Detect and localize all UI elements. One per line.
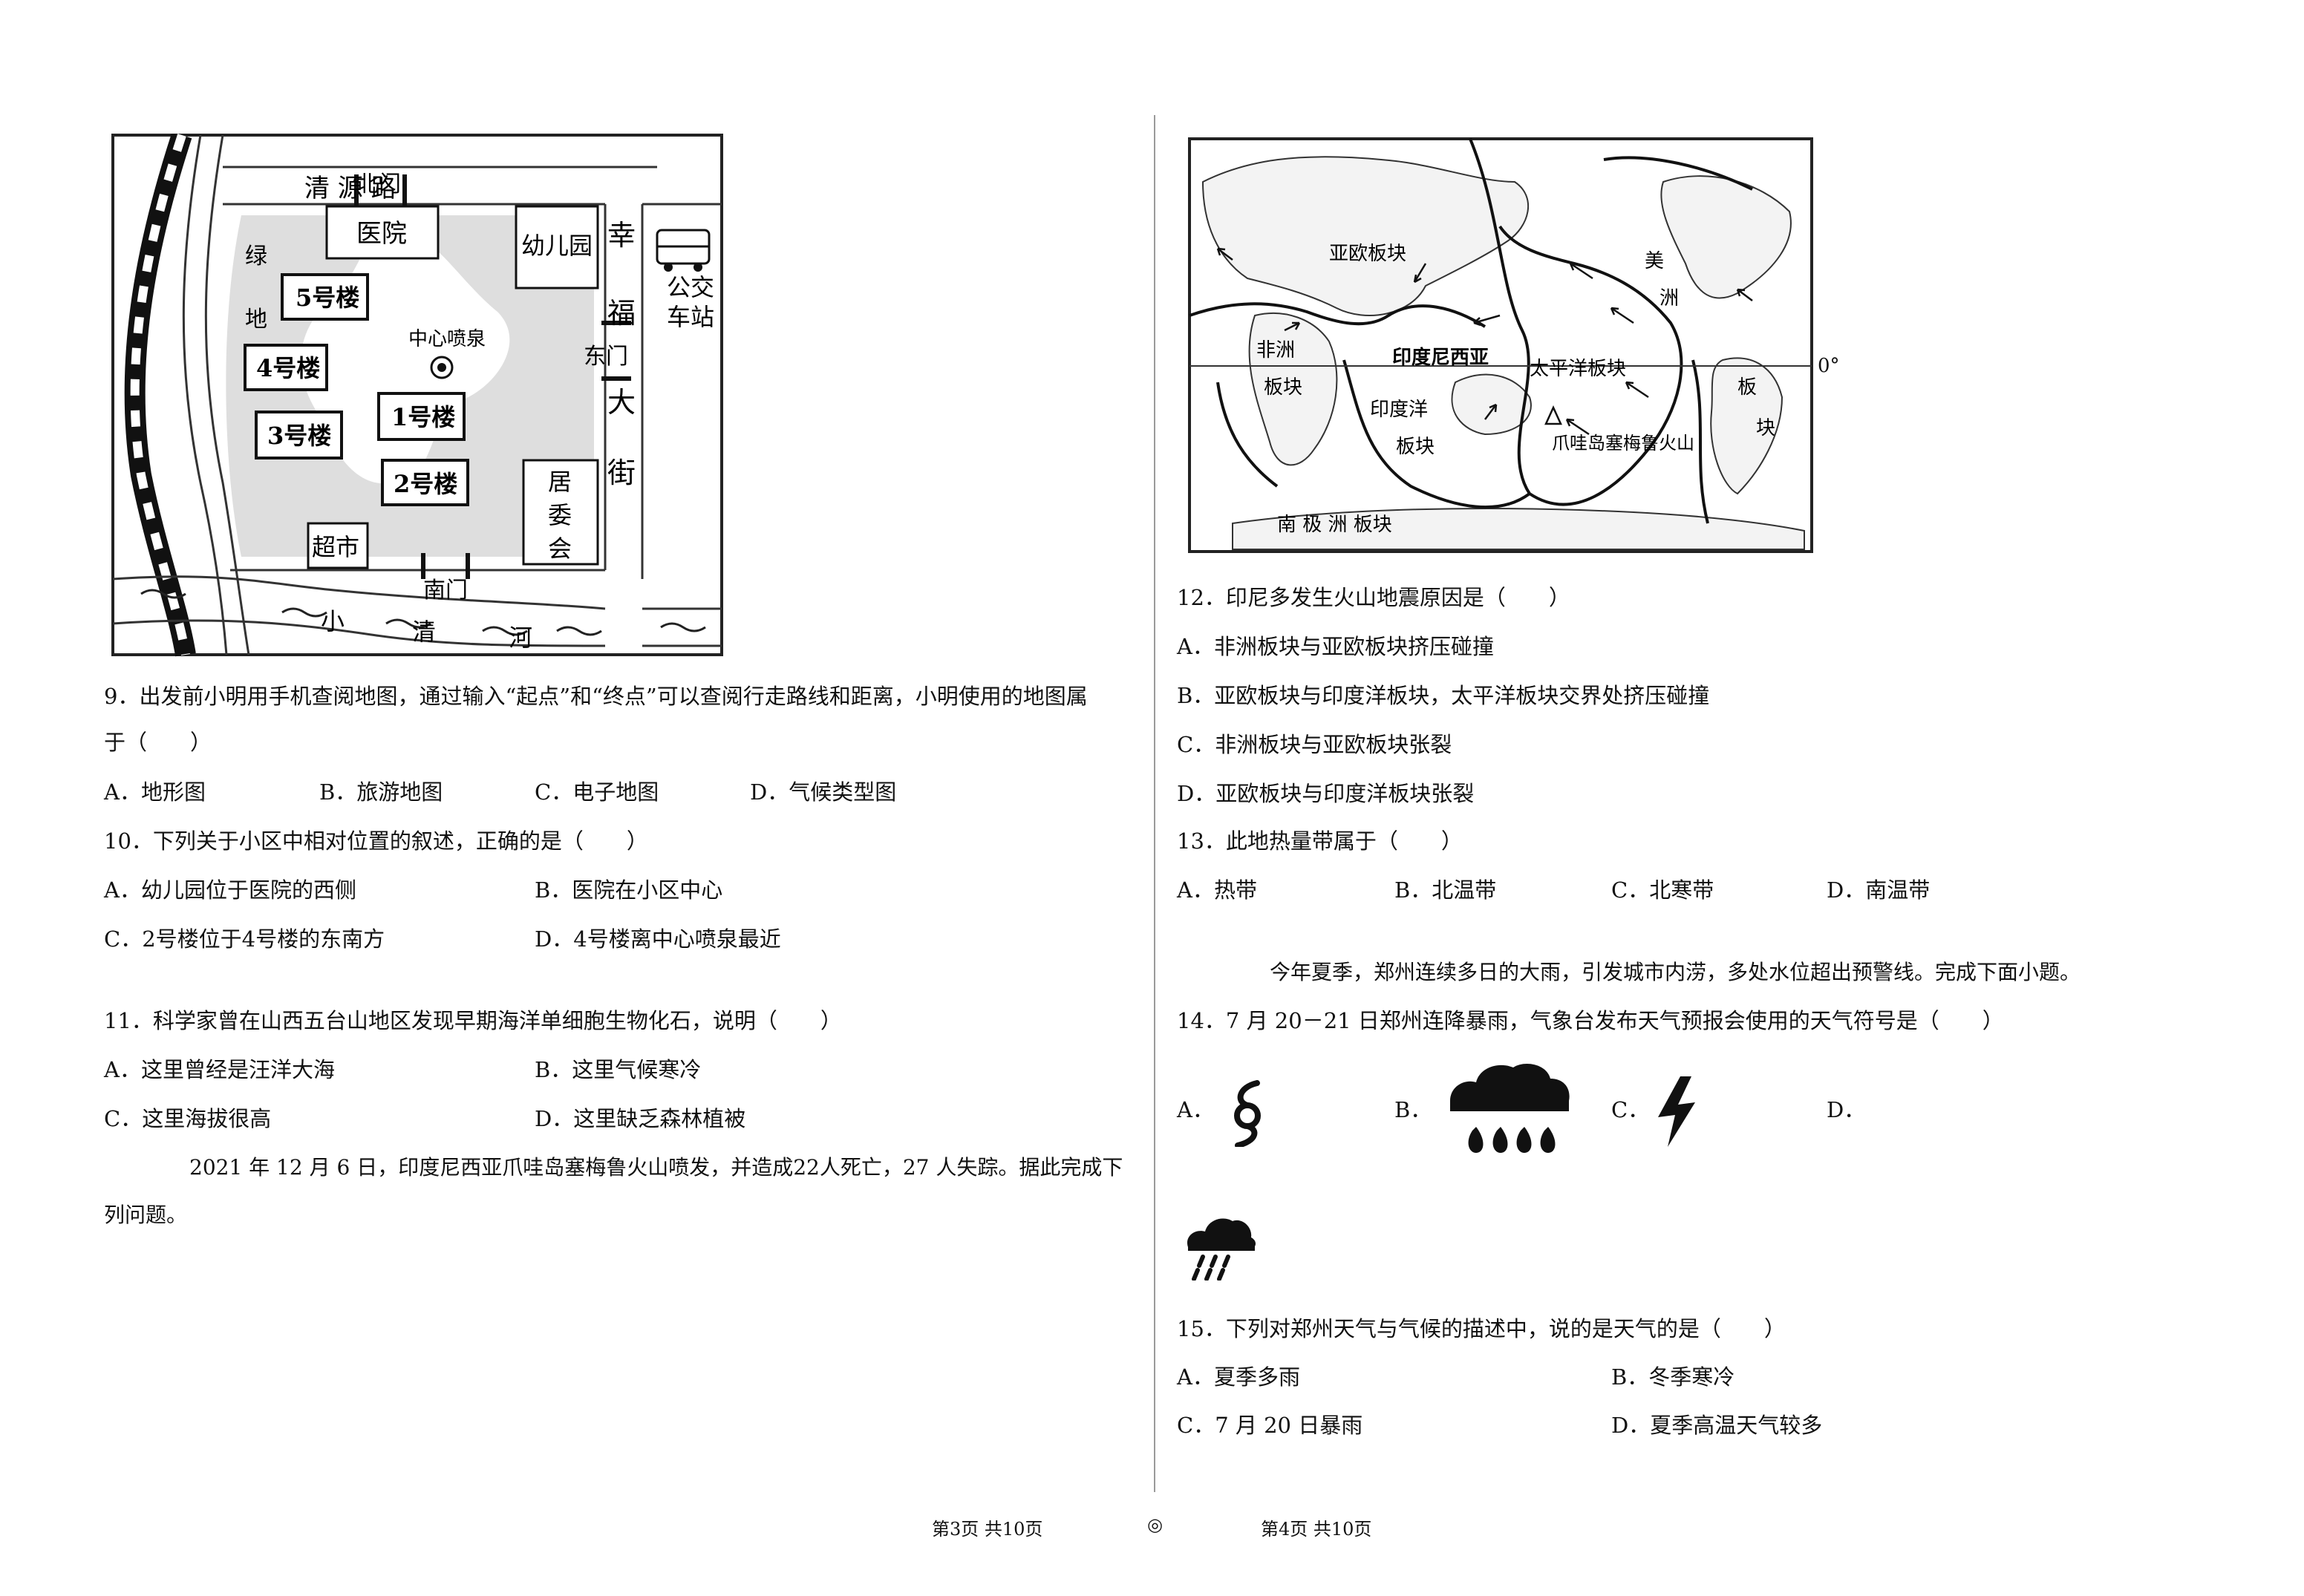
kindergarten-label: 幼儿园 xyxy=(521,232,593,260)
indian-plate-label-2: 板块 xyxy=(1396,436,1435,458)
q14-option-d[interactable]: D． xyxy=(1827,1097,1866,1122)
hospital-label: 医院 xyxy=(356,219,407,249)
q9-option-a[interactable]: A．地形图 xyxy=(104,779,206,805)
volcano-intro-line2: 列问题。 xyxy=(104,1203,188,1227)
page-number-left: 第3页 共10页 xyxy=(932,1519,1043,1540)
volcano-marker-icon xyxy=(1544,405,1562,425)
volcano-intro-line1: 2021 年 12 月 6 日，印度尼西亚爪哇岛塞梅鲁火山喷发，并造成22人死亡… xyxy=(189,1155,1123,1180)
greenland-label-1: 绿 xyxy=(245,243,267,269)
plate-tectonics-map: 亚欧板块 美 洲 板 块 非洲 板块 印度尼西亚 太平洋板块 印度洋 板块 爪哇… xyxy=(1188,137,1813,553)
river-label-3: 河 xyxy=(509,624,532,652)
q14-option-a[interactable]: A． xyxy=(1177,1097,1214,1122)
q9-text-cont: 于（ ） xyxy=(104,730,212,755)
america-plate-label-1: 美 xyxy=(1645,250,1664,272)
fountain-label: 中心喷泉 xyxy=(408,328,486,350)
heavy-rain-icon[interactable] xyxy=(1177,1206,1259,1281)
q15-text: 15．下列对郑州天气与气候的描述中，说的是天气的是（ ） xyxy=(1177,1316,1786,1341)
q9-option-b[interactable]: B．旅游地图 xyxy=(319,779,443,805)
typhoon-icon[interactable] xyxy=(1229,1080,1266,1147)
q11-option-b[interactable]: B．这里气候寒冷 xyxy=(535,1057,702,1082)
q13-option-d[interactable]: D．南温带 xyxy=(1827,877,1931,903)
africa-plate-label-2: 板块 xyxy=(1264,376,1302,399)
greenland-label-2: 地 xyxy=(245,307,267,333)
bus-label-1: 公交 xyxy=(667,273,714,301)
q9-text: 9．出发前小明用手机查阅地图，通过输入“起点”和“终点”可以查阅行走路线和距离，… xyxy=(104,684,1088,709)
q12-text: 12．印尼多发生火山地震原因是（ ） xyxy=(1177,585,1570,610)
committee-label-3: 会 xyxy=(548,534,572,563)
page-number-right: 第4页 共10页 xyxy=(1261,1519,1372,1540)
building-2-label: 2号楼 xyxy=(394,470,457,498)
q13-option-c[interactable]: C．北寒带 xyxy=(1611,877,1714,903)
gate-east-label: 东门 xyxy=(584,344,628,370)
q15-option-d[interactable]: D．夏季高温天气较多 xyxy=(1611,1413,1823,1438)
bus-label-2: 车站 xyxy=(667,303,714,331)
q12-option-c[interactable]: C．非洲板块与亚欧板块张裂 xyxy=(1177,732,1452,757)
building-4-label: 4号楼 xyxy=(256,354,320,382)
antarctic-plate-label: 南 极 洲 板块 xyxy=(1277,514,1392,536)
committee-label-1: 居 xyxy=(548,468,572,496)
street-label-3: 大 xyxy=(607,386,636,419)
q14-text: 14．7 月 20－21 日郑州连降暴雨，气象台发布天气预报会使用的天气符号是（… xyxy=(1177,1008,2004,1033)
committee-label-2: 委 xyxy=(548,501,572,529)
q11-text: 11．科学家曾在山西五台山地区发现早期海洋单细胞生物化石，说明（ ） xyxy=(104,1008,842,1033)
q10-text: 10．下列关于小区中相对位置的叙述，正确的是（ ） xyxy=(104,828,648,854)
volcano-label: 爪哇岛塞梅鲁火山 xyxy=(1552,433,1694,454)
q14-option-b[interactable]: B． xyxy=(1394,1097,1432,1122)
q10-option-a[interactable]: A．幼儿园位于医院的西侧 xyxy=(104,877,356,903)
street-label-4: 街 xyxy=(607,457,636,489)
q11-option-d[interactable]: D．这里缺乏森林植被 xyxy=(535,1106,746,1131)
footer-center-mark: ◎ xyxy=(1147,1514,1163,1535)
building-3-label: 3号楼 xyxy=(267,422,331,450)
street-label-1: 幸 xyxy=(607,219,636,252)
q11-option-c[interactable]: C．这里海拔很高 xyxy=(104,1106,272,1131)
lightning-icon[interactable] xyxy=(1654,1076,1699,1147)
q15-option-a[interactable]: A．夏季多雨 xyxy=(1177,1364,1300,1390)
river-label-2: 清 xyxy=(412,618,436,646)
indonesia-label: 印度尼西亚 xyxy=(1392,346,1489,369)
zhengzhou-intro: 今年夏季，郑州连续多日的大雨，引发城市内涝，多处水位超出预警线。完成下面小题。 xyxy=(1270,960,2081,984)
column-divider xyxy=(1154,115,1155,1492)
q10-option-d[interactable]: D．4号楼离中心喷泉最近 xyxy=(535,926,781,952)
q12-option-b[interactable]: B．亚欧板块与印度洋板块，太平洋板块交界处挤压碰撞 xyxy=(1177,683,1710,708)
q14-option-c[interactable]: C． xyxy=(1611,1097,1650,1122)
street-label-2: 福 xyxy=(607,297,636,330)
q15-option-c[interactable]: C．7 月 20 日暴雨 xyxy=(1177,1413,1363,1438)
q10-option-b[interactable]: B．医院在小区中心 xyxy=(535,877,723,903)
pacific-plate-label: 太平洋板块 xyxy=(1530,358,1626,380)
indian-plate-label-1: 印度洋 xyxy=(1370,399,1428,421)
community-map: 清 源 路 北门 北门 医院 幼儿园 绿 地 5号楼 4号楼 3号楼 1号楼 2… xyxy=(111,134,723,657)
gate-south-label: 南门 xyxy=(423,578,468,604)
eurasia-plate-label: 亚欧板块 xyxy=(1329,243,1406,265)
america-plate-label-4: 块 xyxy=(1756,417,1775,439)
q13-option-a[interactable]: A．热带 xyxy=(1177,877,1257,903)
q10-option-c[interactable]: C．2号楼位于4号楼的东南方 xyxy=(104,926,385,952)
q12-option-d[interactable]: D．亚欧板块与印度洋板块张裂 xyxy=(1177,781,1475,806)
building-1-label: 1号楼 xyxy=(391,403,455,431)
rainstorm-icon[interactable] xyxy=(1446,1060,1573,1157)
africa-plate-label-1: 非洲 xyxy=(1256,339,1295,362)
equator-text: 0° xyxy=(1818,355,1840,377)
q11-option-a[interactable]: A．这里曾经是汪洋大海 xyxy=(104,1057,335,1082)
road-north-label: 清 源 路 xyxy=(304,174,396,203)
q12-option-a[interactable]: A．非洲板块与亚欧板块挤压碰撞 xyxy=(1177,634,1494,659)
supermarket-label: 超市 xyxy=(312,533,359,561)
q13-text: 13．此地热量带属于（ ） xyxy=(1177,828,1463,854)
river-label-1: 小 xyxy=(321,607,345,635)
america-plate-label-3: 板 xyxy=(1737,376,1757,399)
building-5-label: 5号楼 xyxy=(296,284,359,312)
q9-option-c[interactable]: C．电子地图 xyxy=(535,779,659,805)
q15-option-b[interactable]: B．冬季寒冷 xyxy=(1611,1364,1735,1390)
q9-option-d[interactable]: D．气候类型图 xyxy=(750,779,897,805)
gate-north-text: 北门 xyxy=(356,171,401,197)
q13-option-b[interactable]: B．北温带 xyxy=(1394,877,1497,903)
america-plate-label-2: 洲 xyxy=(1660,287,1679,310)
